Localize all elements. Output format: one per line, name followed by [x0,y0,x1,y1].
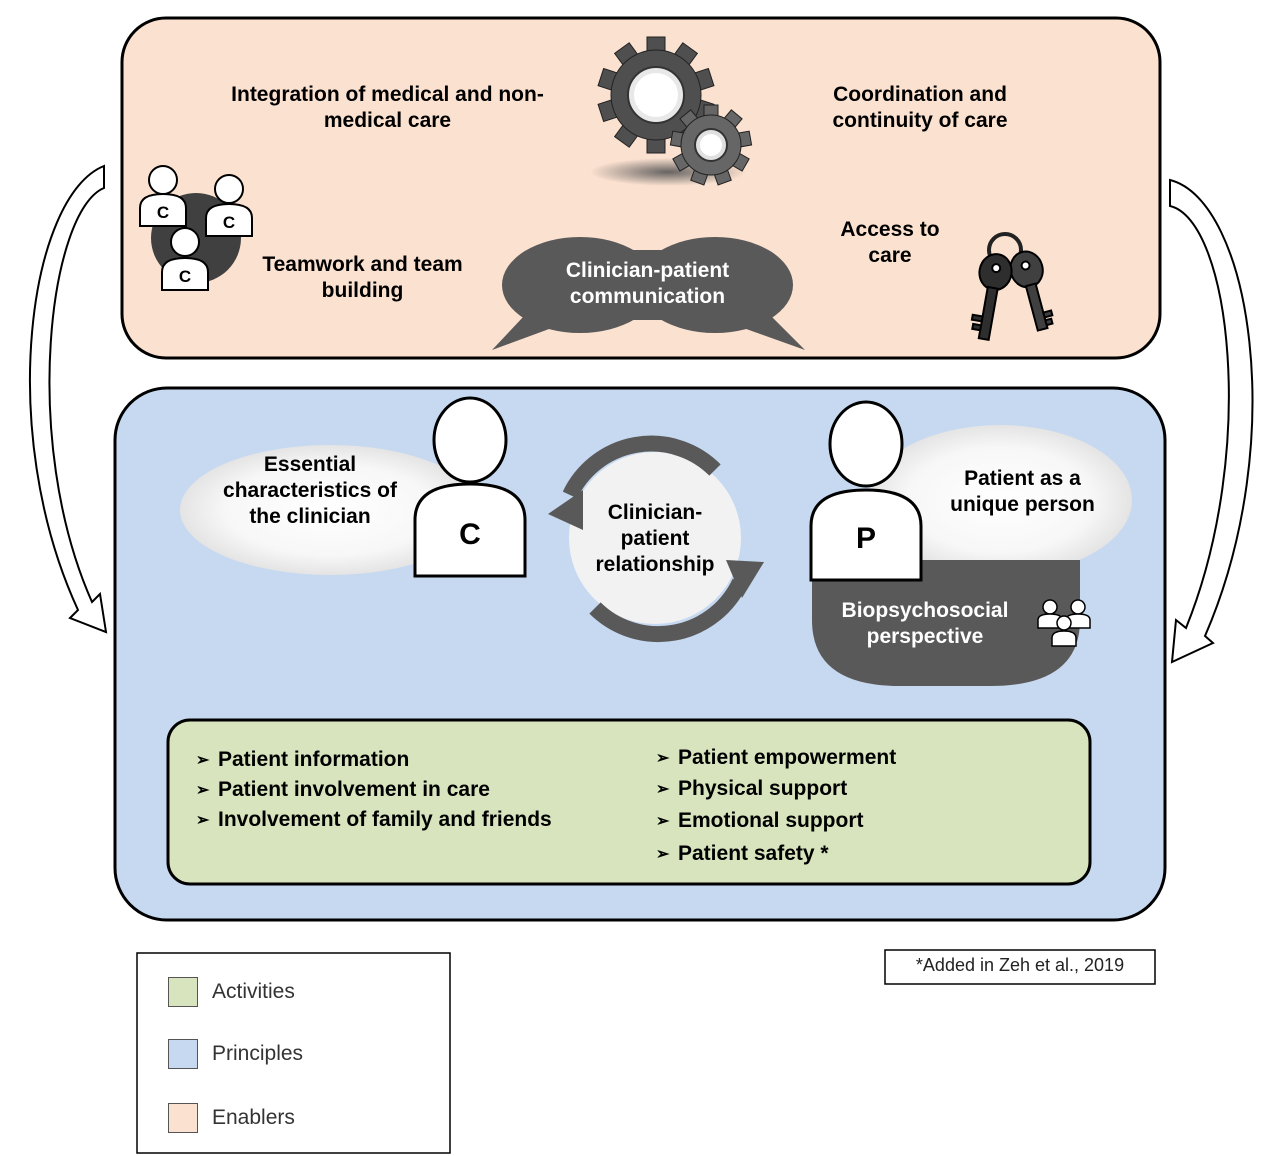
team-badge-letter-1: C [156,203,170,222]
legend-swatch [168,977,198,1007]
team-badge-letter-3: C [178,267,192,286]
activity-item: ➢Patient involvement in care [196,778,490,801]
unique-person-label: Patient as a unique person [950,467,1095,516]
cycle-arrows-icon [548,435,764,643]
team-badge-letter-2: C [222,213,236,232]
activities-list-right: ➢Patient empowerment ➢Physical support ➢… [656,743,896,871]
activities-panel [166,718,1092,886]
biopsychosocial-label: Biopsychosocial perspective [841,599,1009,648]
left-curved-arrow-icon [29,164,108,634]
activities-list-left: ➢Patient information ➢Patient involvemen… [196,745,552,835]
patient-glow [868,425,1132,575]
patient-person-icon [809,400,923,582]
footnote-box [884,949,1156,985]
team-person-2 [205,174,253,237]
access-label: Access to care [840,218,940,267]
teamwork-label: Teamwork and team building [262,253,463,302]
legend-swatch [168,1039,198,1069]
relationship-label: Clinician-patient relationship [595,501,715,576]
chevron-bullet-icon: ➢ [656,812,670,830]
chevron-bullet-icon: ➢ [196,752,210,769]
activity-item: ➢Physical support [656,776,848,800]
team-person-3 [161,227,209,291]
clinician-glow [180,445,480,575]
keys-icon [970,232,1054,342]
chevron-bullet-icon: ➢ [656,750,670,767]
team-person-1 [139,165,187,227]
legend-item-principles: Principles [168,1039,303,1069]
group-icon [1037,599,1091,647]
chevron-bullet-icon: ➢ [196,812,210,829]
chevron-bullet-icon: ➢ [656,780,670,798]
biopsychosocial-region [812,560,1080,686]
legend-swatch [168,1103,198,1133]
clinician-letter: C [459,518,481,551]
activity-item: ➢Emotional support [656,808,864,832]
footnote-text: *Added in Zeh et al., 2019 [915,955,1125,975]
coordination-label: Coordination and continuity of care [832,83,1008,132]
communication-label: Clinician-patient communication [565,259,730,308]
activity-item: ➢Involvement of family and friends [196,808,552,831]
gears-icon [590,36,753,186]
legend-label: Principles [212,1042,304,1065]
activity-item: ➢Patient empowerment [656,746,897,769]
clinician-person-icon [413,396,527,578]
legend-item-activities: Activities [168,977,295,1007]
right-curved-arrow-icon [1169,178,1254,664]
activity-item: ➢Patient safety * [656,842,829,865]
activity-item: ➢Patient information [196,748,410,771]
chevron-bullet-icon: ➢ [196,782,210,799]
patient-letter: P [855,522,876,555]
chevron-bullet-icon: ➢ [656,846,670,863]
clinician-characteristics-label: Essential characteristics of the clinici… [223,453,397,528]
legend-label: Enablers [212,1106,295,1129]
legend-item-enablers: Enablers [168,1103,295,1133]
speech-bubbles-icon [492,237,805,350]
legend-label: Activities [212,980,295,1003]
team-icon [139,165,253,291]
enablers-panel [120,16,1162,360]
integration-label: Integration of medical and non-medical c… [231,83,544,132]
